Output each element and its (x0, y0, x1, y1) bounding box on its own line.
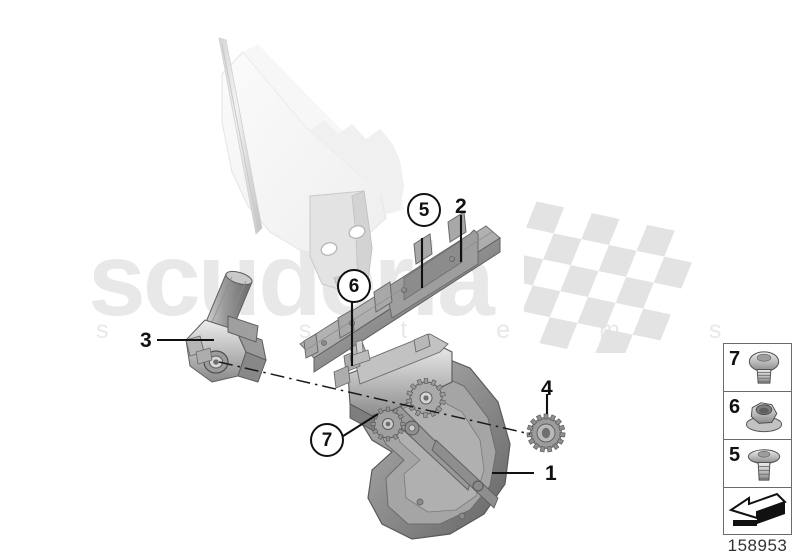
legend-row-5: 5 (724, 440, 791, 488)
callout-leader-lines (157, 215, 549, 475)
legend-row-6: 6 (724, 392, 791, 440)
callout-3: 3 (140, 329, 152, 352)
pan-head-screw-icon (747, 449, 781, 481)
callout-1: 1 (545, 462, 557, 485)
legend-number-5: 5 (729, 444, 741, 466)
window-regulator-assembly (333, 333, 511, 540)
callout-5: 5 (407, 193, 441, 227)
diagram-id-number: 158953 (727, 536, 788, 555)
legend-number-7: 7 (729, 348, 741, 370)
legend-number-6: 6 (729, 396, 741, 418)
leader-line-7 (339, 413, 379, 439)
guide-rail (299, 211, 501, 373)
callout-2: 2 (455, 195, 467, 218)
legend-row-7: 7 (724, 344, 791, 392)
legend-row-arrow (724, 488, 791, 534)
drive-sprocket (526, 413, 566, 453)
callout-7: 7 (310, 423, 344, 457)
callout-6: 6 (337, 269, 371, 303)
direction-arrow-icon (728, 492, 787, 526)
drive-motor (185, 270, 267, 383)
callout-4: 4 (541, 377, 553, 400)
flange-nut-icon (745, 402, 783, 433)
window-bracket (309, 190, 373, 295)
dome-head-screw-icon (748, 351, 780, 384)
hardware-legend: 7 6 5 (723, 343, 792, 535)
assembly-guideline (218, 361, 531, 435)
